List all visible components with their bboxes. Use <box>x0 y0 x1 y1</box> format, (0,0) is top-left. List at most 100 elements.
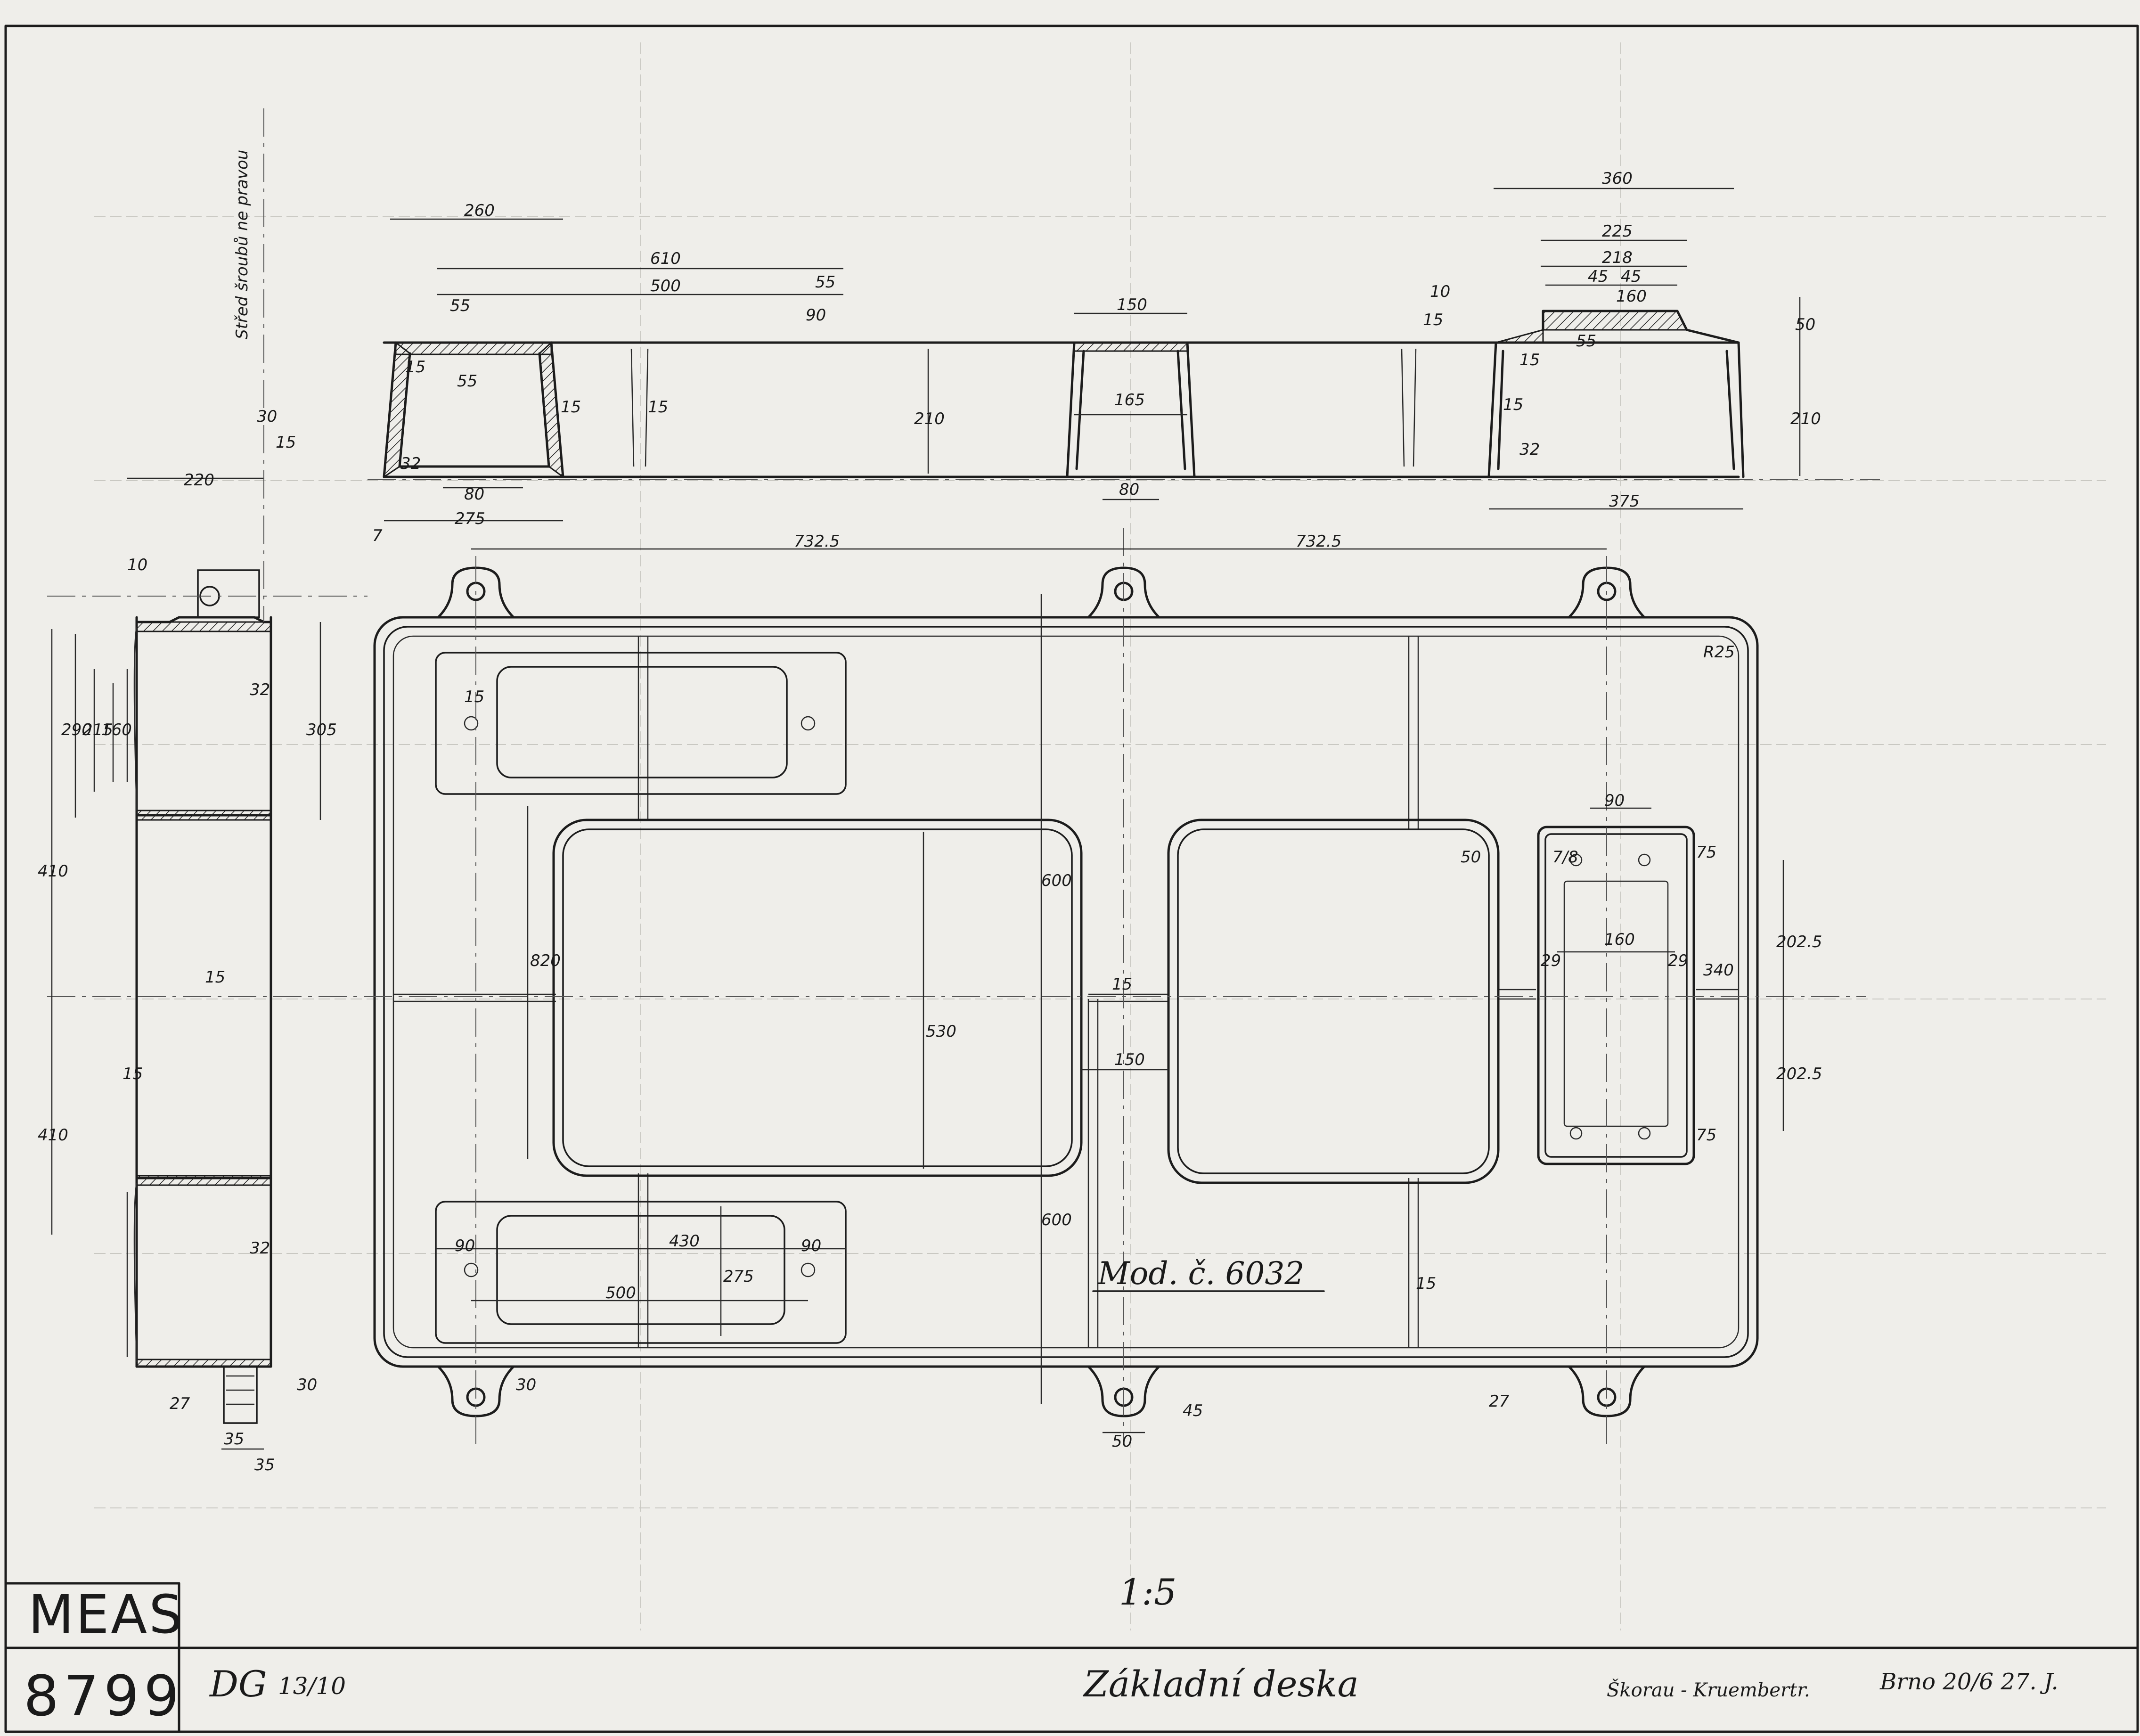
dim-600b: 600 <box>1041 1211 1072 1229</box>
dim-15-plan: 15 <box>1112 975 1132 994</box>
dim-430: 430 <box>669 1232 700 1251</box>
dim-50-corner: 50 <box>1461 848 1481 867</box>
dim-55a: 55 <box>450 296 470 315</box>
dim-215: 215 <box>82 721 113 739</box>
dim-45a: 45 <box>1588 267 1608 286</box>
dim-7: 7 <box>372 526 383 545</box>
dim-275-pad: 275 <box>723 1267 754 1286</box>
dim-32-side-a: 32 <box>250 680 270 699</box>
dim-32b: 32 <box>1519 440 1540 459</box>
dim-15b: 15 <box>561 398 581 417</box>
dim-160-side: 160 <box>101 721 132 739</box>
construction-grid <box>94 42 2106 1630</box>
dim-732-right: 732.5 <box>1296 532 1341 551</box>
dim-220: 220 <box>184 471 214 490</box>
side-view <box>47 108 368 1450</box>
dim-150: 150 <box>1117 295 1147 314</box>
dim-15-top: 15 <box>1423 311 1443 329</box>
dim-90-slot: 90 <box>1604 791 1625 810</box>
dim-32a: 32 <box>400 454 421 473</box>
dim-15a: 15 <box>405 358 425 377</box>
side-note: Střed šroubů ne pravou <box>233 150 252 339</box>
dim-7-8: 7/8 <box>1552 848 1578 867</box>
dim-75a: 75 <box>1696 843 1716 862</box>
archive-number: 8799 <box>24 1663 184 1728</box>
dim-820: 820 <box>530 951 561 970</box>
dim-80a: 80 <box>464 485 484 504</box>
dim-27-side: 27 <box>170 1394 190 1413</box>
dim-80b: 80 <box>1119 480 1139 499</box>
dim-202-bottom: 202.5 <box>1776 1065 1822 1083</box>
dim-30-side: 30 <box>257 407 277 426</box>
dim-90b: 90 <box>801 1236 821 1255</box>
dim-10-side: 10 <box>127 556 147 574</box>
sheet-frame <box>4 25 2139 1733</box>
dim-375: 375 <box>1609 492 1640 511</box>
date-small: 13/10 <box>278 1672 346 1700</box>
dim-500: 500 <box>650 277 681 295</box>
initials: DG <box>209 1663 267 1705</box>
dim-610: 610 <box>650 249 681 268</box>
dim-90a: 90 <box>455 1236 475 1255</box>
section-dim-labels: 260 610 500 55 55 90 150 360 225 218 45 … <box>372 169 1821 545</box>
dim-160-top: 160 <box>1616 287 1647 306</box>
date-place: Brno 20/6 27. J. <box>1879 1669 2058 1695</box>
dim-305: 305 <box>306 721 337 739</box>
dim-90: 90 <box>806 306 826 325</box>
dim-35b: 35 <box>254 1456 275 1474</box>
dim-50: 50 <box>1795 315 1815 334</box>
dim-15-rib: 15 <box>1416 1274 1436 1293</box>
dim-35a: 35 <box>224 1430 244 1449</box>
dim-500-pad: 500 <box>605 1284 636 1302</box>
dim-27-lug: 27 <box>1489 1392 1510 1411</box>
dim-30-side-b: 30 <box>297 1376 317 1394</box>
dim-15e: 15 <box>1503 395 1523 414</box>
dim-732-left: 732.5 <box>794 532 840 551</box>
dim-202-top: 202.5 <box>1776 933 1822 951</box>
dim-75b: 75 <box>1696 1126 1716 1145</box>
dim-15-side-b: 15 <box>123 1065 143 1083</box>
archive-code: MEAS <box>28 1584 184 1646</box>
dim-410-top: 410 <box>38 862 68 881</box>
drawn-by: Škorau - Kruembertr. <box>1607 1679 1810 1701</box>
dim-530: 530 <box>926 1022 956 1041</box>
dim-45-lug: 45 <box>1183 1401 1203 1420</box>
dim-50-lug: 50 <box>1112 1432 1132 1451</box>
dim-160-slot: 160 <box>1604 930 1635 949</box>
dim-32-side-b: 32 <box>250 1239 270 1258</box>
dim-210-left: 210 <box>914 409 945 428</box>
dim-340: 340 <box>1703 961 1734 980</box>
dim-55-right: 55 <box>1576 332 1596 351</box>
dim-225: 225 <box>1602 222 1633 241</box>
plan-view <box>47 528 1866 1447</box>
side-dim-labels: 220 30 15 10 290 215 160 305 32 410 410 … <box>38 407 337 1474</box>
dim-55b: 55 <box>815 273 835 292</box>
dim-55-sec: 55 <box>457 372 477 391</box>
dim-15d: 15 <box>1519 351 1540 369</box>
dim-165: 165 <box>1114 391 1145 409</box>
dim-360: 360 <box>1602 169 1633 188</box>
drawing-title: Základní deska <box>1083 1663 1359 1705</box>
section-view <box>368 188 1880 522</box>
dim-150-plan: 150 <box>1114 1050 1145 1069</box>
dim-r25: R25 <box>1703 643 1735 662</box>
dim-45b: 45 <box>1621 267 1641 286</box>
dim-210-right: 210 <box>1790 409 1821 428</box>
dim-15c: 15 <box>648 398 668 417</box>
dim-218: 218 <box>1602 248 1633 267</box>
dim-290: 290 <box>61 721 92 739</box>
dim-15-side: 15 <box>276 433 296 452</box>
model-label: Mod. č. 6032 <box>1097 1255 1304 1292</box>
dim-29a: 29 <box>1541 951 1561 970</box>
title-block: MEAS 8799 DG 13/10 Základní deska Škorau… <box>24 1584 2058 1728</box>
dim-15-pad: 15 <box>464 688 484 706</box>
dim-410-bottom: 410 <box>38 1126 68 1145</box>
dim-15-side-a: 15 <box>205 968 225 987</box>
plan-dim-labels: 732.5 732.5 820 600 530 600 15 150 90 16… <box>455 532 1822 1451</box>
dim-29b: 29 <box>1668 951 1688 970</box>
scale-label: 1:5 <box>1119 1571 1176 1613</box>
dim-260: 260 <box>464 201 495 220</box>
dim-30-lug: 30 <box>516 1376 536 1394</box>
